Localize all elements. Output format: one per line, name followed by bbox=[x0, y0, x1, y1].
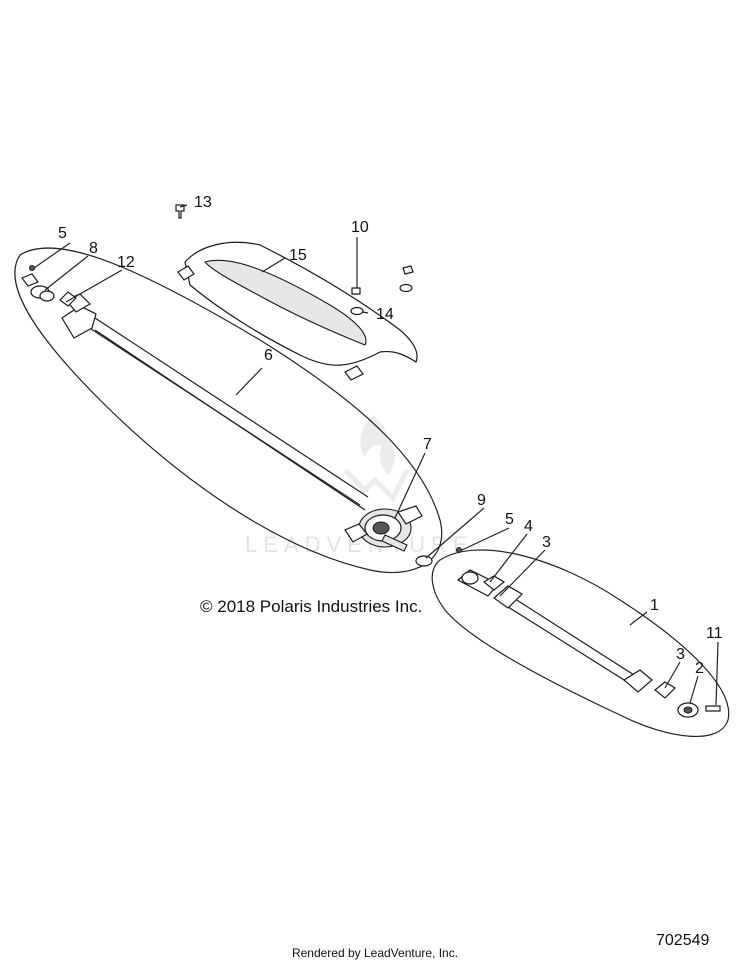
drive-shaft-shield bbox=[177, 241, 418, 381]
callout-2: 2 bbox=[695, 660, 704, 677]
assembly-1-outline bbox=[431, 549, 730, 737]
snap-ring bbox=[415, 555, 433, 567]
callout-6: 6 bbox=[264, 347, 273, 364]
diagram-number: 702549 bbox=[656, 932, 710, 949]
callout-12: 12 bbox=[117, 254, 135, 271]
leader-lines bbox=[33, 204, 719, 706]
callouts: 13 5 8 12 10 15 14 6 7 9 5 4 3 1 3 2 11 bbox=[58, 194, 723, 677]
watermark: LEADVENTURE bbox=[245, 415, 468, 557]
callout-10: 10 bbox=[351, 219, 369, 236]
callout-1: 1 bbox=[650, 597, 659, 614]
callout-11: 11 bbox=[706, 625, 723, 642]
callout-5-top: 5 bbox=[58, 225, 67, 242]
callout-3-lower: 3 bbox=[676, 646, 685, 663]
callout-8: 8 bbox=[89, 240, 98, 257]
copyright-text: © 2018 Polaris Industries Inc. bbox=[200, 597, 423, 616]
callout-13: 13 bbox=[194, 194, 212, 211]
roll-pin bbox=[705, 705, 721, 712]
rendered-by-text: Rendered by LeadVenture, Inc. bbox=[291, 946, 459, 960]
carrier-bearing bbox=[344, 505, 423, 552]
callout-3-upper: 3 bbox=[542, 534, 551, 551]
hardware-bolts bbox=[175, 204, 414, 316]
rear-prop-shaft bbox=[456, 547, 699, 718]
callout-5-bottom: 5 bbox=[505, 511, 514, 528]
callout-14: 14 bbox=[376, 306, 394, 323]
callout-4: 4 bbox=[524, 518, 533, 535]
callout-9: 9 bbox=[477, 492, 486, 509]
callout-15: 15 bbox=[289, 247, 307, 264]
callout-7: 7 bbox=[423, 436, 432, 453]
